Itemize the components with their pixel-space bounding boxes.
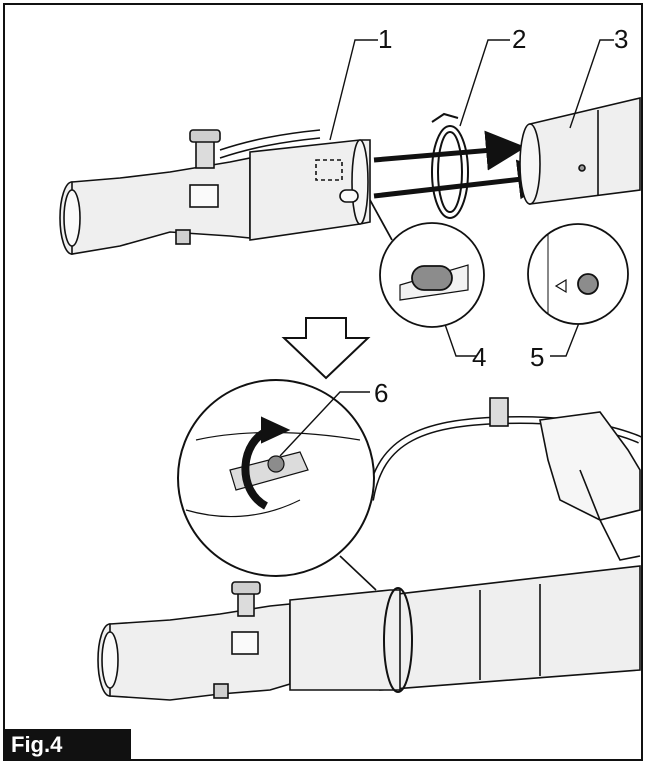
callout-6: 6 <box>374 378 389 408</box>
detail-circle-tab <box>369 199 485 328</box>
callout-1: 1 <box>378 24 393 54</box>
detail-circle-rotate <box>177 379 377 591</box>
insert-arrows <box>373 130 558 200</box>
assembled-blower <box>97 397 642 701</box>
figure-label: Fig.4 <box>3 729 131 761</box>
callout-2: 2 <box>512 24 527 54</box>
blower-pipe-top <box>519 96 641 205</box>
callout-4: 4 <box>472 342 487 372</box>
detail-circle-mark <box>527 223 629 325</box>
figure-frame <box>3 3 643 761</box>
down-arrow <box>281 317 371 380</box>
nozzle-pipe-top <box>59 129 371 255</box>
clamp-ring <box>431 112 469 219</box>
callout-3: 3 <box>614 24 629 54</box>
callout-5: 5 <box>530 342 545 372</box>
